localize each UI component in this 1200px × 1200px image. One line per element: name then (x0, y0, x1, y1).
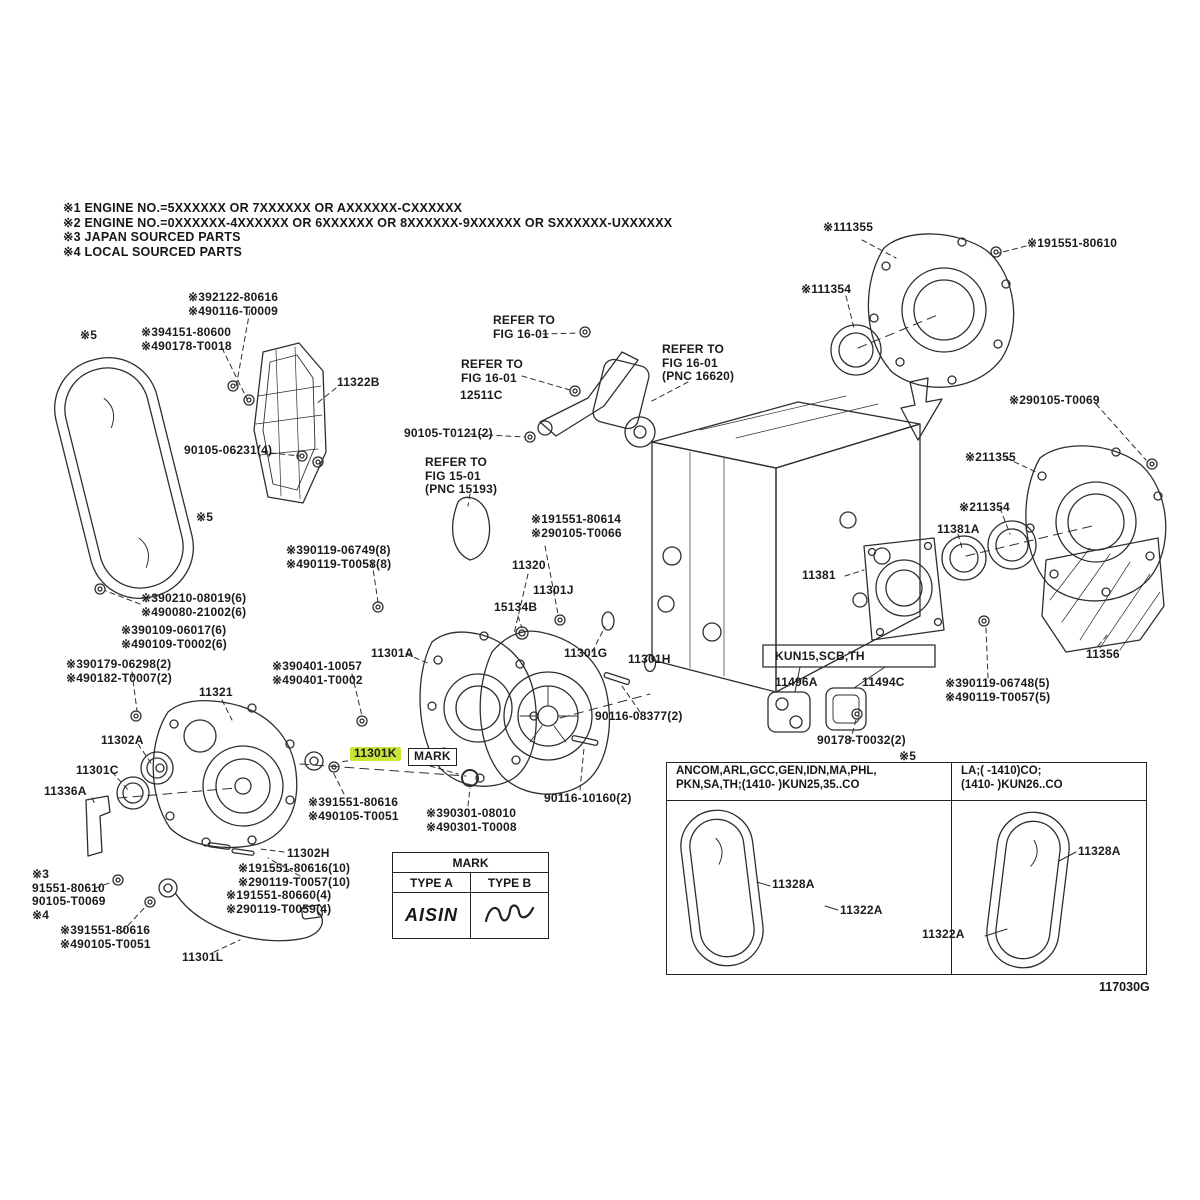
part-callout: KUN15,SCB,TH (775, 649, 865, 663)
rear-plate-1-drawing (830, 233, 1015, 388)
variant-covers-drawing (680, 666, 1077, 969)
legend-note-line: ※2 ENGINE NO.=0XXXXXX-4XXXXXX OR 6XXXXXX… (63, 215, 673, 230)
down-arrow-drawing (900, 377, 943, 441)
part-callout: 90178-T0032(2) (817, 733, 906, 747)
legend-notes: ※1 ENGINE NO.=5XXXXXX OR 7XXXXXX OR AXXX… (63, 201, 672, 259)
legend-note-line: ※4 LOCAL SOURCED PARTS (63, 244, 243, 259)
aisin-logo: AISIN (404, 905, 458, 925)
part-callout: ※211355 (965, 450, 1016, 464)
part-callout: 11301A (371, 646, 414, 660)
mark-type-b-header: TYPE B (470, 872, 549, 893)
variant-part-callout: 11328A (772, 877, 815, 891)
variant-part-callout: 11322A (922, 927, 965, 941)
part-callout: ※191551-80660(4) ※290119-T0059(4) (226, 888, 332, 916)
engine-block-drawing (651, 395, 921, 693)
note-ref: ※5 (80, 328, 98, 342)
variant-table: ANCOM,ARL,GCC,GEN,IDN,MA,PHL, PKN,SA,TH;… (666, 762, 1147, 975)
fasteners-drawing (94, 246, 1158, 908)
knock-sensor-drawing (158, 878, 323, 942)
part-callout: 11356 (1086, 647, 1120, 661)
part-callout: 11301H (628, 652, 671, 666)
note-ref: ※5 (196, 510, 214, 524)
type-b-mark-icon (484, 904, 534, 923)
part-callout: 11496A (775, 675, 818, 689)
part-callout: ※391551-80616 ※490105-T0051 (308, 795, 399, 823)
refer-to-note: REFER TO FIG 15-01 (PNC 15193) (425, 455, 498, 496)
rear-plate-2-drawing (863, 445, 1167, 653)
chain-guide-plate-drawing (253, 342, 327, 504)
part-callout: ※390210-08019(6) ※490080-21002(6) (141, 591, 247, 619)
part-callout: ※390119-06748(5) ※490119-T0057(5) (945, 676, 1051, 704)
part-callout: 11302H (287, 846, 330, 860)
part-callout: 11301L (182, 950, 224, 964)
part-callout: 90116-10160(2) (544, 791, 632, 805)
part-callout: ※390401-10057 ※490401-T0002 (272, 659, 363, 687)
refer-to-note: REFER TO FIG 16-01 (461, 357, 524, 385)
refer-to-note: REFER TO FIG 16-01 (PNC 16620) (662, 342, 735, 383)
part-callout: 11320 (512, 558, 546, 572)
part-callout: ※390119-06749(8) ※490119-T0058(8) (286, 543, 392, 571)
mark-table-title: MARK (392, 852, 549, 873)
refer-to-note: REFER TO FIG 16-01 (493, 313, 556, 341)
left-cover-drawing (53, 357, 195, 599)
highlighted-part-callout: 11301K (350, 746, 401, 761)
part-callout: ※191551-80614 ※290105-T0066 (531, 512, 622, 540)
part-callout: 11336A (44, 784, 87, 798)
part-callout: 15134B (494, 600, 538, 614)
drawing-number: 117030G (1099, 980, 1150, 994)
variant-part-callout: 11328A (1078, 844, 1121, 858)
variant-table-right-header: LA;( -1410)CO; (1410- )KUN26..CO (961, 765, 1063, 791)
part-callout: ※191551-80616(10) ※290119-T0057(10) (238, 861, 351, 889)
kun-parts-drawing (762, 644, 936, 733)
variant-table-divider (951, 763, 952, 974)
front-covers-drawing (419, 630, 611, 795)
part-callout: ※392122-80616 ※490116-T0009 (188, 290, 279, 318)
part-callout: ※191551-80610 (1027, 236, 1118, 250)
part-callout: 11321 (199, 685, 233, 699)
part-callout: 11494C (862, 675, 905, 689)
part-callout: ※391551-80616 ※490105-T0051 (60, 923, 151, 951)
part-callout: ※390179-06298(2) ※490182-T0007(2) (66, 657, 172, 685)
oil-nozzle-drawing (304, 751, 479, 787)
legend-note-line: ※1 ENGINE NO.=5XXXXXX OR 7XXXXXX OR AXXX… (63, 201, 463, 215)
chain-guide-mid-drawing (452, 496, 491, 561)
part-callout: ※390301-08010 ※490301-T0008 (426, 806, 517, 834)
part-callout: ※211354 (959, 500, 1010, 514)
part-callout: 90105-06231(4) (184, 443, 273, 457)
part-callout: 11381A (937, 522, 980, 536)
mark-type-a-header: TYPE A (392, 872, 471, 893)
part-callout: 90105-T0121(2) (404, 426, 493, 440)
part-callout: 11381 (802, 568, 836, 582)
part-callout: 90116-08377(2) (595, 709, 683, 723)
mark-flag: MARK (408, 748, 457, 766)
part-callout: 11302A (101, 733, 144, 747)
timing-cover-drawing (85, 699, 298, 857)
part-callout: ※3 91551-80610 90105-T0069 ※4 (32, 867, 106, 922)
part-callout: ※111355 (823, 220, 874, 234)
leader-lines (91, 239, 1147, 953)
part-callout: ※290105-T0069 (1009, 393, 1100, 407)
variant-table-left-header: ANCOM,ARL,GCC,GEN,IDN,MA,PHL, PKN,SA,TH;… (676, 765, 877, 791)
note-ref: ※5 (899, 749, 917, 763)
part-callout: ※111354 (801, 282, 852, 296)
variant-part-callout: 11322A (840, 903, 883, 917)
variant-table-header-rule (667, 800, 1146, 801)
upper-bracket-drawing (537, 351, 656, 448)
part-callout: ※394151-80600 ※490178-T0018 (141, 325, 232, 353)
part-callout: 11301J (533, 583, 574, 597)
part-callout: 12511C (460, 388, 503, 402)
legend-note-line: ※3 JAPAN SOURCED PARTS (63, 230, 241, 244)
part-callout: 11301G (564, 646, 608, 660)
part-callout: 11322B (337, 375, 380, 389)
mark-type-table: MARK TYPE A TYPE B AISIN (392, 852, 549, 939)
part-callout: ※390109-06017(6) ※490109-T0002(6) (121, 623, 227, 651)
part-callout: 11301C (76, 763, 119, 777)
